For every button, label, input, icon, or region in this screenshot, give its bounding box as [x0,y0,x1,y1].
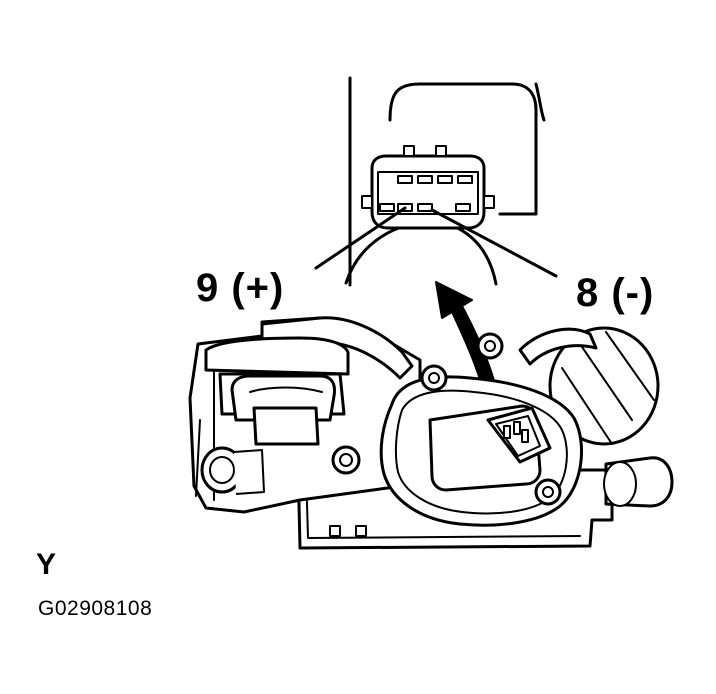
view-letter-label: Y [36,548,57,581]
terminal-leader-lines [314,206,558,278]
figure-code-label: G02908108 [38,597,153,620]
terminal-positive-label: 9 (+) [196,266,285,310]
terminal-negative-label: 8 (-) [576,271,655,315]
throttle-body-assembly [188,316,674,550]
